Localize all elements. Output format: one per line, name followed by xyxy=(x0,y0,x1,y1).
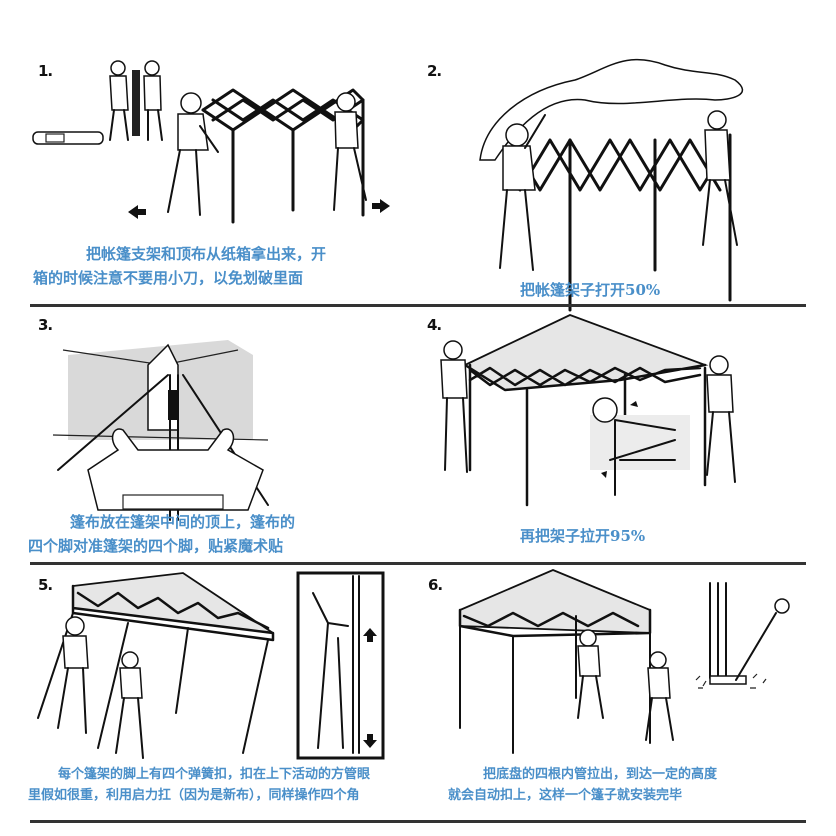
velcro-strap xyxy=(168,390,177,420)
step-6-number: 6. xyxy=(428,576,443,594)
person-right xyxy=(706,355,736,483)
down-arrow-icon xyxy=(363,734,377,748)
step-2-panel: 2. 把帐篷架子打开50% xyxy=(425,40,815,312)
step-6-caption-line-1: 把底盘的四根内管拉出，到达一定的高度 xyxy=(483,767,718,782)
stake-ring xyxy=(774,598,790,614)
divider-row-1 xyxy=(30,304,806,307)
slider-inset xyxy=(296,571,385,760)
step-5-caption-line-1: 每个篷架的脚上有四个弹簧扣，扣在上下活动的方管眼 xyxy=(58,767,371,782)
step-1-caption-line-1: 把帐篷支架和顶布从纸箱拿出来，开 xyxy=(86,245,327,263)
divider-row-2 xyxy=(30,562,806,565)
step-1-number: 1. xyxy=(38,62,53,80)
down-arrow-icon xyxy=(601,471,607,478)
person-2 xyxy=(645,651,674,741)
person-1 xyxy=(577,629,604,719)
arrow-left-icon xyxy=(128,205,146,219)
up-arrow-icon xyxy=(363,628,377,642)
divider-bottom xyxy=(30,820,806,823)
step-1-panel: 1. xyxy=(28,40,423,298)
arrow-right-icon xyxy=(372,199,390,213)
step-2-number: 2. xyxy=(427,62,442,80)
step-4-caption: 再把架子拉开95% xyxy=(520,527,646,545)
step-3-caption-line-1: 篷布放在篷架中间的顶上，篷布的 xyxy=(70,513,296,531)
stake-inset xyxy=(695,582,790,689)
step-5-panel: 5. 每个篷架的脚上有四个弹簧扣，扣在上下活动的方管眼 里假如很重，利用启力扛（… xyxy=(28,568,438,818)
step-3-caption: 篷布放在篷架中间的顶上，篷布的 四个脚对准篷架的四个脚，贴紧魔术贴 xyxy=(28,510,423,558)
person-left xyxy=(167,92,219,216)
step-6-caption: 把底盘的四根内管拉出，到达一定的高度 就会自动扣上，这样一个篷子就安装完毕 xyxy=(428,764,818,806)
step-1-caption-line-2: 箱的时候注意不要用小刀，以免划破里面 xyxy=(33,269,304,287)
step-4-number: 4. xyxy=(427,316,442,334)
scissor-frame xyxy=(463,363,707,507)
step-3-number: 3. xyxy=(38,316,53,334)
hands-figure xyxy=(87,428,264,511)
scissor-frame xyxy=(508,133,732,312)
step-6-caption-line-2: 就会自动扣上，这样一个篷子就安装完毕 xyxy=(448,788,683,803)
step-4-panel: 4. 再把架子拉开95% xyxy=(425,310,815,560)
step-3-caption-line-2: 四个脚对准篷架的四个脚，贴紧魔术贴 xyxy=(28,537,284,555)
step-5-caption: 每个篷架的脚上有四个弹簧扣，扣在上下活动的方管眼 里假如很重，利用启力扛（因为是… xyxy=(28,764,438,806)
step-2-caption: 把帐篷架子打开50% xyxy=(520,281,661,299)
step-6-illustration xyxy=(458,569,790,754)
person-1 xyxy=(57,616,89,734)
person-right xyxy=(702,110,738,246)
up-arrow-icon xyxy=(630,401,638,407)
canopy-cover xyxy=(479,58,744,161)
person-2 xyxy=(115,651,144,759)
step-3-illustration xyxy=(52,340,269,521)
step-5-number: 5. xyxy=(38,576,53,594)
step-5-caption-line-2: 里假如很重，利用启力扛（因为是新布），同样操作四个角 xyxy=(28,788,360,803)
small-couple-figure xyxy=(109,60,163,141)
step-1-caption: 把帐篷支架和顶布从纸箱拿出来，开 箱的时候注意不要用小刀，以免划破里面 xyxy=(28,242,423,290)
person-left xyxy=(499,114,546,271)
person-left xyxy=(440,340,468,473)
foot-plate xyxy=(709,675,747,685)
corner-latch-inset xyxy=(590,397,690,496)
step-6-panel: 6. 把底盘的四根内管拉出，到达一定的高度 就会自动扣上，这样一个篷子就安装完毕 xyxy=(428,568,818,818)
scissor-frame xyxy=(201,88,365,224)
step-4-illustration xyxy=(440,314,736,507)
folded-frame-box xyxy=(32,131,104,145)
canopy-roof xyxy=(459,569,651,634)
step-1-illustration xyxy=(32,60,390,224)
step-5-illustration xyxy=(37,571,385,760)
step-3-panel: 3. 篷布放在篷架中间的顶上，篷布的 四个脚对准篷架的四个脚，贴紧魔术贴 xyxy=(28,310,423,560)
step-2-illustration xyxy=(479,58,744,312)
person-right xyxy=(333,92,367,211)
